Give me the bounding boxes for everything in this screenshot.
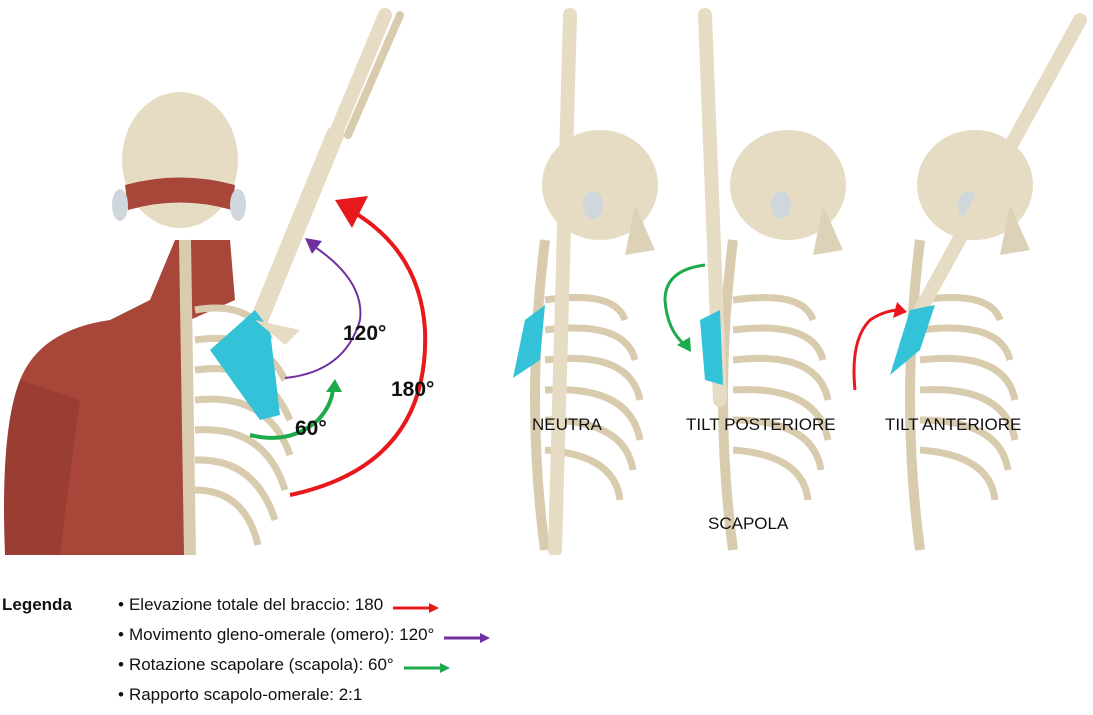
elevation-illustration: 120° 60° 180° [0,0,470,556]
tilt-figure: NEUTRA TILT POSTERIORE TILT ANTERIORE SC… [513,8,1087,557]
forearm-2 [344,11,404,139]
label-neutra: NEUTRA [532,415,603,434]
label-tilt-posteriore: TILT POSTERIORE [686,415,836,434]
ear-right [230,189,246,221]
bullet-icon: • [118,595,124,614]
angle-180-label: 180° [391,378,434,401]
glenohumeral-arrow [284,244,362,379]
total-elevation-arrow [289,208,428,497]
legend-item-total: • Elevazione totale del braccio: 180 [118,595,492,625]
glenohumeral-arrowhead [305,238,322,254]
legend: Legenda • Elevazione totale del braccio:… [0,585,1093,705]
bullet-icon: • [118,625,124,644]
legend-item-glenohumeral: • Movimento gleno-omerale (omero): 120° [118,625,492,655]
red-arrow-icon [393,603,440,613]
legend-item-text: Elevazione totale del braccio: 180 [128,595,384,614]
legend-list: • Elevazione totale del braccio: 180 • M… [118,595,492,715]
scapular-rotation-arrow [249,387,335,440]
scapula [210,310,280,420]
skeleton-posterior-tilt [663,8,846,551]
label-scapola: SCAPOLA [708,514,789,533]
green-arrow-icon [403,663,450,673]
skeleton-anterior-tilt [852,13,1087,551]
bullet-icon: • [118,655,124,674]
label-tilt-anteriore: TILT ANTERIORE [885,415,1021,434]
angle-120-label: 120° [343,322,386,345]
scapular-tilt-illustration: NEUTRA TILT POSTERIORE TILT ANTERIORE SC… [505,0,1093,557]
purple-arrow-icon [444,633,491,643]
legend-item-ratio: • Rapporto scapolo-omerale: 2:1 [118,685,492,715]
legend-title: Legenda [2,595,72,614]
head [122,92,238,228]
left-arm-muscle [4,380,80,555]
neck-muscles [125,177,235,210]
elevation-figure: 120° 60° 180° [4,8,434,556]
legend-item-text: Rotazione scapolare (scapola): 60° [128,655,394,674]
humerus [246,126,344,339]
bullet-icon: • [118,685,124,704]
skeleton-neutral [513,8,658,557]
ear-left [112,189,128,221]
total-elevation-arrowhead [335,196,368,228]
angle-60-label: 60° [295,417,327,440]
forearm [328,8,392,142]
spine [179,239,196,556]
legend-item-text: Rapporto scapolo-omerale: 2:1 [128,685,363,704]
scapula-acromion [255,320,300,345]
scapular-rotation-arrowhead [326,379,342,392]
legend-item-text: Movimento gleno-omerale (omero): 120° [128,625,435,644]
legend-item-scapular: • Rotazione scapolare (scapola): 60° [118,655,492,685]
